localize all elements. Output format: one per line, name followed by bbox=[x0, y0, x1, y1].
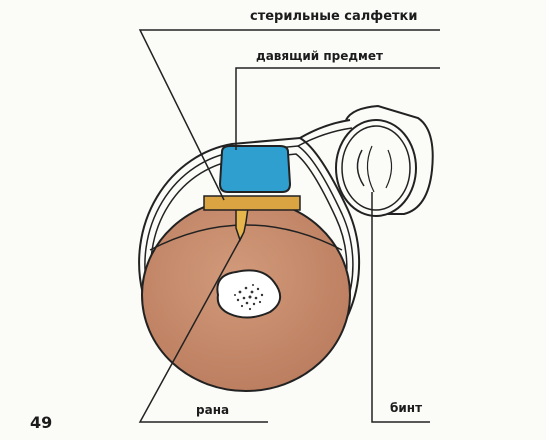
label-sterile-wipes: стерильные салфетки bbox=[250, 9, 417, 24]
bone bbox=[217, 270, 280, 317]
pressing-object bbox=[220, 146, 290, 192]
label-bandage: бинт bbox=[390, 401, 422, 415]
label-pressing-object: давящий предмет bbox=[256, 49, 383, 63]
bandage-roll bbox=[298, 106, 433, 216]
figure-number: 49 bbox=[30, 413, 52, 432]
sterile-wipe bbox=[204, 196, 300, 210]
label-wound: рана bbox=[196, 403, 229, 417]
leader-bandage bbox=[372, 192, 430, 422]
